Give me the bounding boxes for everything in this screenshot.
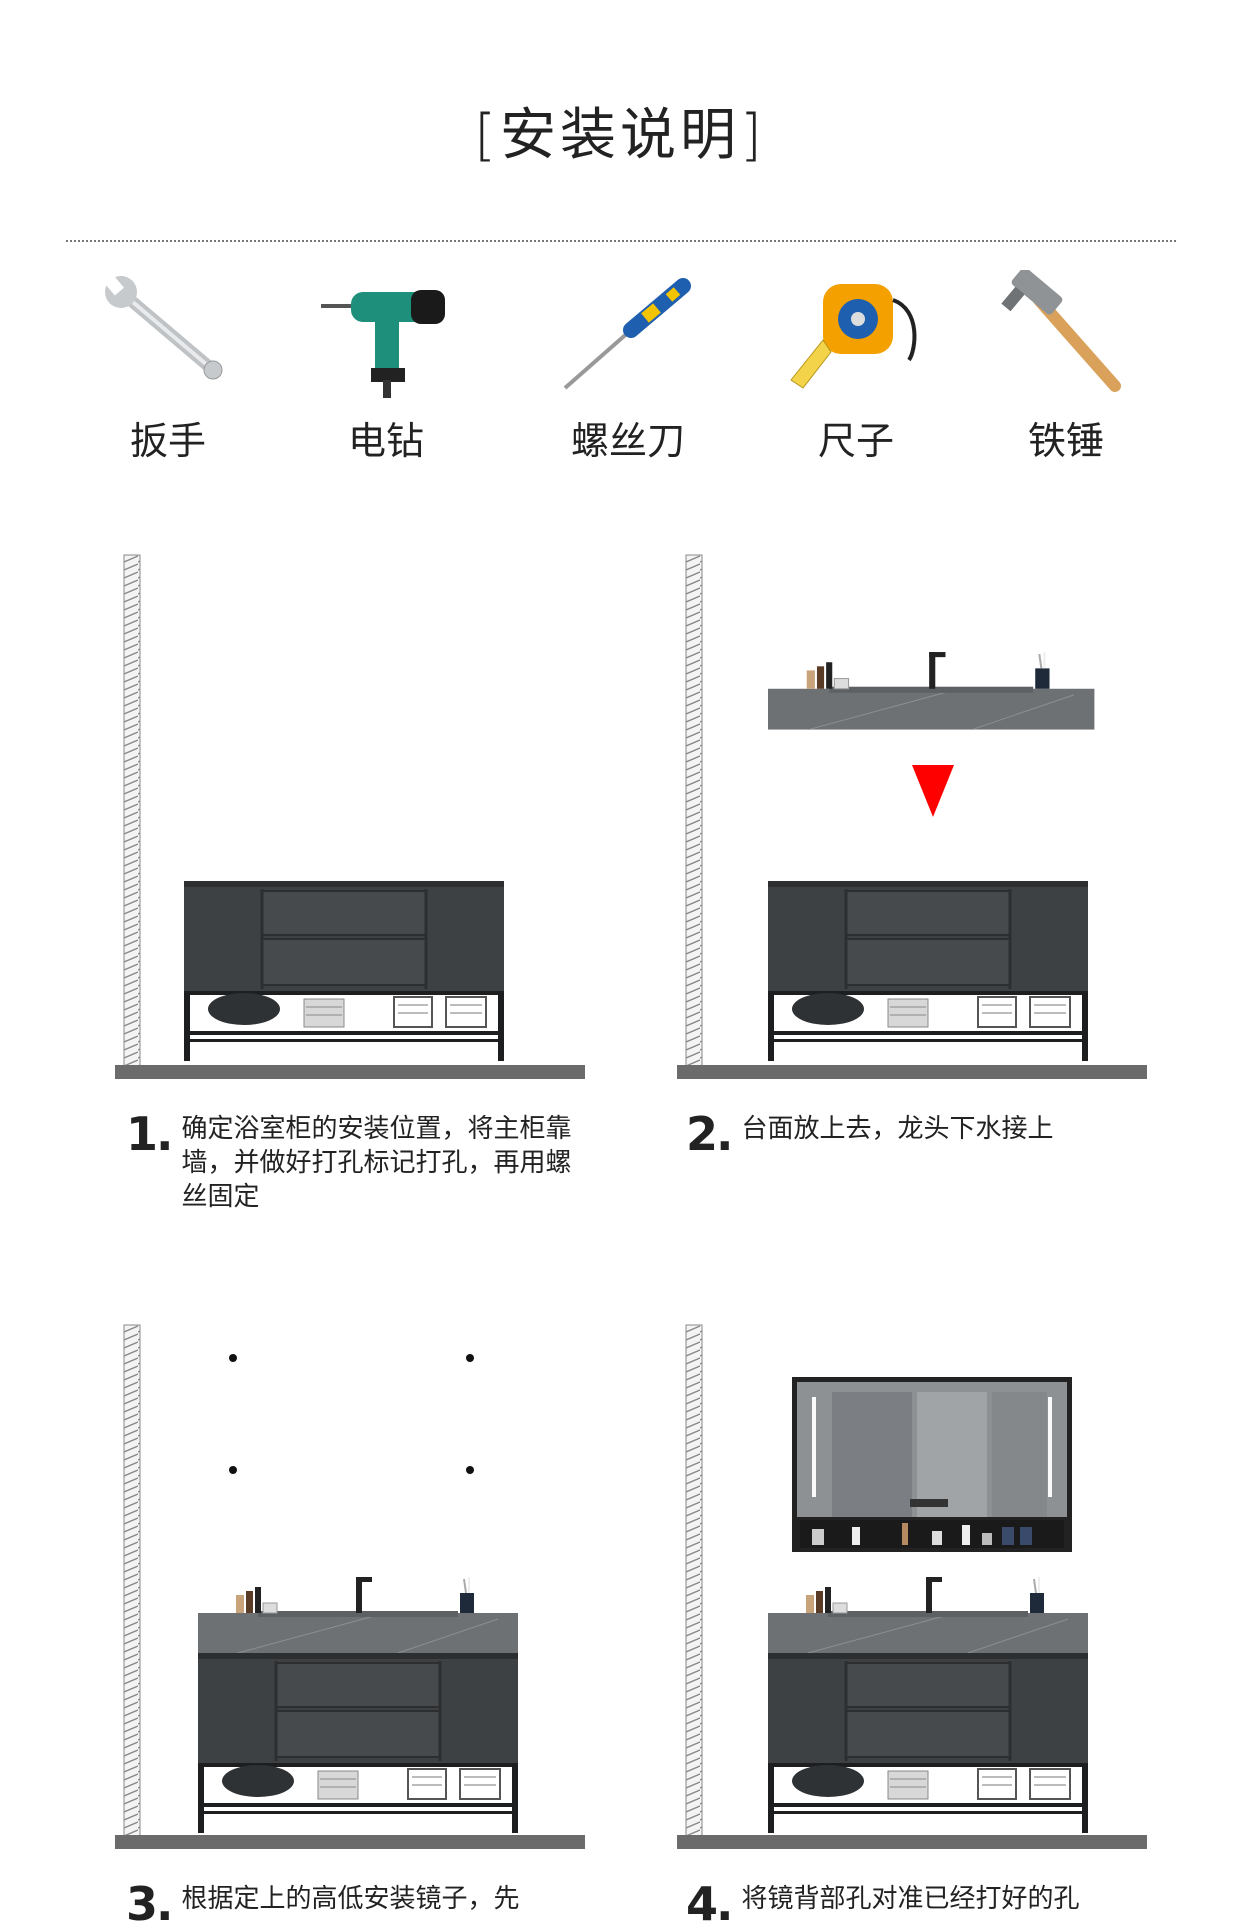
tool-hammer: 铁锤 <box>976 270 1156 465</box>
drill-icon <box>321 290 445 398</box>
floor <box>677 1835 1147 1849</box>
step-text: 台面放上去，龙头下水接上 <box>741 1114 1054 1144</box>
tool-tape-measure: 尺子 <box>766 270 946 465</box>
vanity-cabinet <box>196 1651 520 1835</box>
drill-hole-mark <box>466 1354 474 1362</box>
wrench-icon <box>101 272 223 380</box>
vanity-cabinet <box>766 1651 1090 1835</box>
mirror-cabinet <box>792 1377 1072 1552</box>
step-3-illustration <box>110 1324 670 1885</box>
step-3: 3. 根据定上的高低安装镜子，先 <box>126 1877 581 1931</box>
wall-hatch <box>685 1324 703 1841</box>
step-1-illustration <box>110 554 670 1115</box>
vanity-cabinet <box>766 879 1090 1063</box>
countertop <box>767 1576 1089 1654</box>
step-4: 4. 将镜背部孔对准已经打好的孔 <box>686 1877 1141 1931</box>
step-number: 1. <box>126 1107 174 1161</box>
floor <box>677 1065 1147 1079</box>
tool-label: 尺子 <box>817 419 894 463</box>
step-text: 根据定上的高低安装镜子，先 <box>181 1884 520 1914</box>
tool-screwdriver: 螺丝刀 <box>538 270 718 465</box>
step-number: 2. <box>686 1107 734 1161</box>
step-text: 将镜背部孔对准已经打好的孔 <box>741 1884 1080 1914</box>
tool-drill: 电钻 <box>296 270 476 465</box>
vanity-cabinet <box>182 879 506 1063</box>
tool-label: 电钻 <box>347 419 424 463</box>
drill-hole-mark <box>229 1354 237 1362</box>
floor <box>115 1065 585 1079</box>
tool-label: 扳手 <box>129 419 206 463</box>
title-divider <box>66 240 1176 242</box>
tool-label: 螺丝刀 <box>570 419 685 463</box>
tool-wrench: 扳手 <box>78 270 258 465</box>
step-2-illustration <box>672 554 1232 1115</box>
wall-hatch <box>685 554 703 1071</box>
page-title: [安装说明] <box>474 103 766 168</box>
step-4-illustration <box>672 1324 1232 1885</box>
tape-measure-icon <box>790 284 917 389</box>
step-number: 4. <box>686 1877 734 1931</box>
countertop <box>766 651 1096 731</box>
step-2: 2. 台面放上去，龙头下水接上 <box>686 1107 1141 1161</box>
floor <box>115 1835 585 1849</box>
screwdriver-icon <box>563 278 691 390</box>
arrow-down-icon <box>912 765 954 817</box>
wall-hatch <box>123 554 141 1071</box>
countertop <box>197 1576 519 1654</box>
step-1: 1. 确定浴室柜的安装位置，将主柜靠墙，并做好打孔标记打孔，再用螺丝固定 <box>126 1107 581 1214</box>
drill-hole-mark <box>229 1466 237 1474</box>
tool-label: 铁锤 <box>1027 419 1104 463</box>
drill-hole-mark <box>466 1466 474 1474</box>
step-number: 3. <box>126 1877 174 1931</box>
step-text: 确定浴室柜的安装位置，将主柜靠墙，并做好打孔标记打孔，再用螺丝固定 <box>181 1114 572 1212</box>
wall-hatch <box>123 1324 141 1841</box>
hammer-icon <box>1001 270 1121 392</box>
